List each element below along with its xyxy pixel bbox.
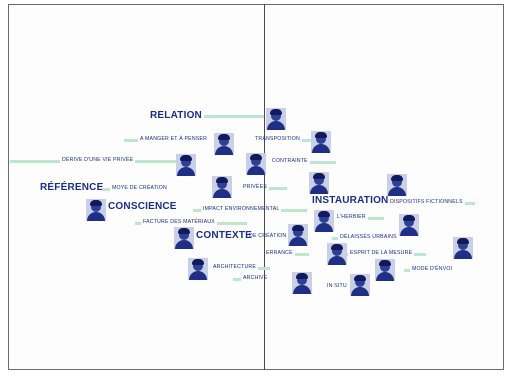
portrait [387, 174, 407, 196]
book-spine [264, 4, 265, 370]
label-moyen: MOYE DE CRÉATION [102, 185, 167, 191]
portrait [212, 176, 232, 198]
label-dispositifs: DISPOSITIFS FICTIONNELS [390, 199, 475, 205]
label-in-situ: IN SITU [327, 283, 347, 289]
label-reference: RÉFÉRENCE [40, 182, 104, 193]
portrait [266, 108, 286, 130]
portrait [176, 154, 196, 176]
label-a-manger: A MANGER ET À PENSER [124, 136, 207, 142]
label-facture: FACTURE DES MATÉRIAUX [135, 219, 247, 225]
portrait [292, 272, 312, 294]
portrait [174, 227, 194, 249]
portrait [399, 214, 419, 236]
label-delaisses: DÉLAISSÉS URBAINS [332, 234, 397, 240]
portrait [309, 172, 329, 194]
label-creation: DE CRÉATION [249, 233, 287, 239]
portrait [327, 243, 347, 265]
label-contexte: CONTEXTE [196, 230, 253, 241]
portrait [188, 258, 208, 280]
label-errance: ERRANCE [266, 250, 309, 256]
label-herbier: L'HERBIER [337, 214, 384, 220]
label-mode: MODE D'ÉNVOI [404, 266, 452, 272]
portrait [311, 131, 331, 153]
portrait [246, 153, 266, 175]
label-instauration: INSTAURATION [312, 195, 389, 206]
label-conscience: CONSCIENCE [108, 201, 177, 212]
label-transposition: TRANSPOSITION [255, 136, 314, 142]
page-frame [8, 4, 504, 370]
label-privees: PRIVÉES [243, 184, 287, 190]
label-architecture: ARCHITECTURE [213, 264, 271, 270]
portrait [350, 274, 370, 296]
portrait [314, 210, 334, 232]
label-impact: IMPACT ENVIRONNEMENTAL [193, 206, 308, 212]
label-contrainte: CONTRAINTE [272, 158, 336, 164]
label-derive: DÉRIVE D'UNE VIE PRIVÉE [10, 157, 184, 163]
portrait [453, 237, 473, 259]
portrait [214, 133, 234, 155]
portrait [86, 199, 106, 221]
portrait [375, 259, 395, 281]
label-relation: RELATION [150, 111, 264, 121]
label-archive: ARCHIVE [233, 275, 267, 281]
portrait [288, 224, 308, 246]
label-esprit: ESPRIT DE LA MESURE [342, 250, 427, 256]
